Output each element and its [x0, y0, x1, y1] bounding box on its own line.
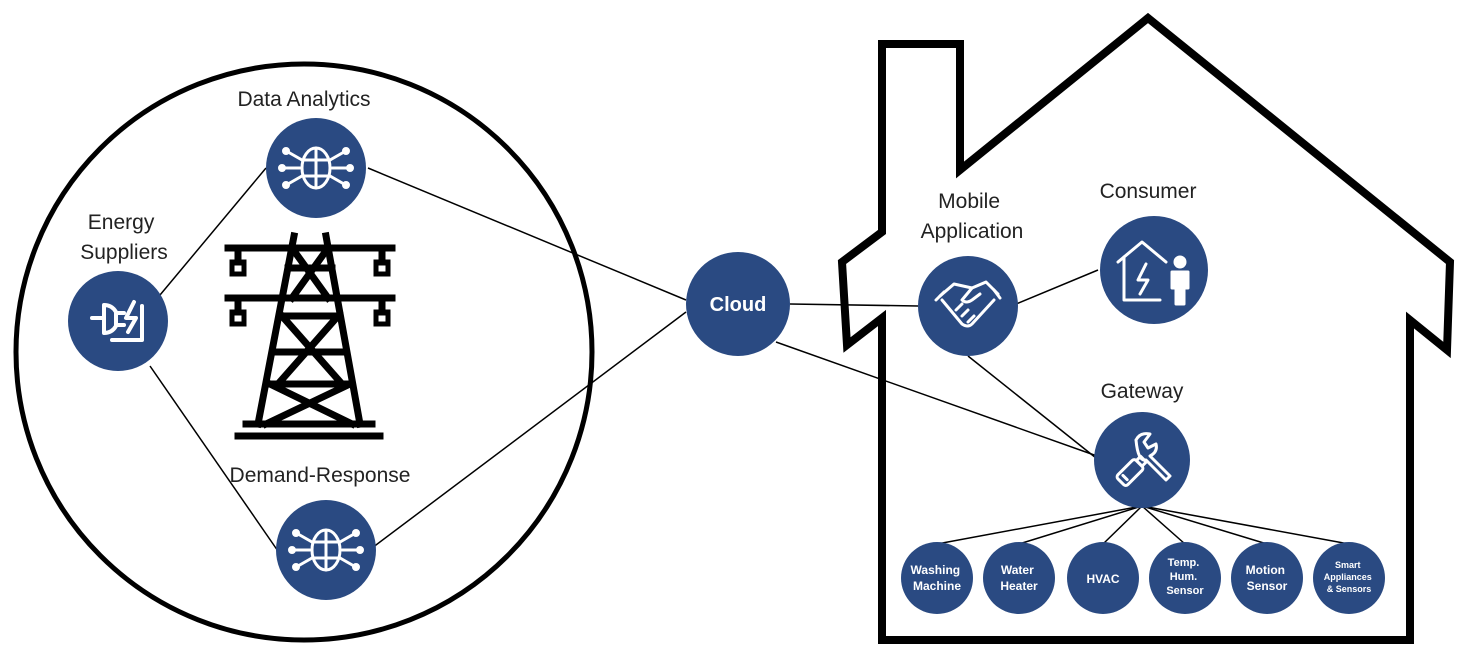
- device-hvac: HVAC: [1067, 542, 1139, 614]
- mobile-application-label: Mobile Application: [921, 190, 1024, 243]
- edge-gateway-temp: [1141, 505, 1186, 545]
- edge-cloud-gateway: [775, 341, 1098, 457]
- cloud-label: Cloud: [710, 294, 767, 316]
- energy-suppliers-label: Energy Suppliers: [80, 211, 168, 264]
- handshake-icon: [934, 280, 1002, 328]
- demand-response-node: Demand-Response: [230, 464, 411, 600]
- consumer-label: Consumer: [1100, 180, 1197, 203]
- data-analytics-label: Data Analytics: [237, 88, 370, 111]
- device-motion-sensor-label: Motion Sensor: [1246, 563, 1289, 593]
- edge-gateway-smart: [1141, 505, 1350, 545]
- consumer-node: Consumer: [1100, 180, 1208, 324]
- edge-demand-cloud: [371, 311, 687, 549]
- mobile-application-node: Mobile Application: [918, 190, 1023, 356]
- chip-network-icon: [288, 528, 364, 572]
- data-analytics-node: Data Analytics: [237, 88, 371, 218]
- device-water-heater-label: Water Heater: [1000, 563, 1038, 593]
- edge-gateway-hvac: [1102, 505, 1143, 545]
- connector-lines: [149, 167, 1350, 555]
- demand-response-label: Demand-Response: [230, 464, 411, 487]
- gateway-label: Gateway: [1101, 380, 1184, 403]
- grid-boundary-circle: [13, 61, 595, 643]
- edge-cloud-mobile: [789, 303, 919, 307]
- energy-suppliers-node: Energy Suppliers: [68, 211, 168, 371]
- chip-network-icon: [278, 146, 354, 190]
- device-temp-hum-sensor-label: Temp. Hum. Sensor: [1166, 557, 1204, 597]
- plug-lightning-icon: [90, 300, 144, 342]
- cloud-node: Cloud: [686, 252, 790, 356]
- house-outline: [837, 12, 1455, 644]
- device-smart-appliances: Smart Appliances & Sensors: [1313, 542, 1385, 614]
- gateway-node: Gateway: [1094, 380, 1190, 508]
- device-row: Washing Machine Water Heater HVAC Temp. …: [901, 542, 1385, 614]
- device-hvac-label: HVAC: [1086, 572, 1119, 586]
- device-motion-sensor: Motion Sensor: [1231, 542, 1303, 614]
- device-temp-hum-sensor: Temp. Hum. Sensor: [1149, 542, 1221, 614]
- edge-supplier-analytics: [159, 167, 267, 296]
- edge-gateway-washing: [936, 505, 1143, 545]
- edge-analytics-cloud: [367, 167, 687, 301]
- edge-mobile-gateway: [967, 355, 1097, 459]
- transmission-tower-icon: [224, 231, 396, 440]
- wrench-usb-icon: [1115, 432, 1172, 487]
- edge-gateway-motion: [1141, 505, 1268, 545]
- edge-supplier-demand: [149, 365, 281, 555]
- device-washing-machine: Washing Machine: [901, 542, 973, 614]
- edge-mobile-consumer: [1015, 269, 1099, 305]
- house-person-icon: [1116, 240, 1190, 306]
- edge-gateway-heater: [1018, 505, 1143, 545]
- device-water-heater: Water Heater: [983, 542, 1055, 614]
- device-smart-appliances-label: Smart Appliances & Sensors: [1324, 560, 1375, 594]
- device-washing-machine-label: Washing Machine: [911, 563, 964, 593]
